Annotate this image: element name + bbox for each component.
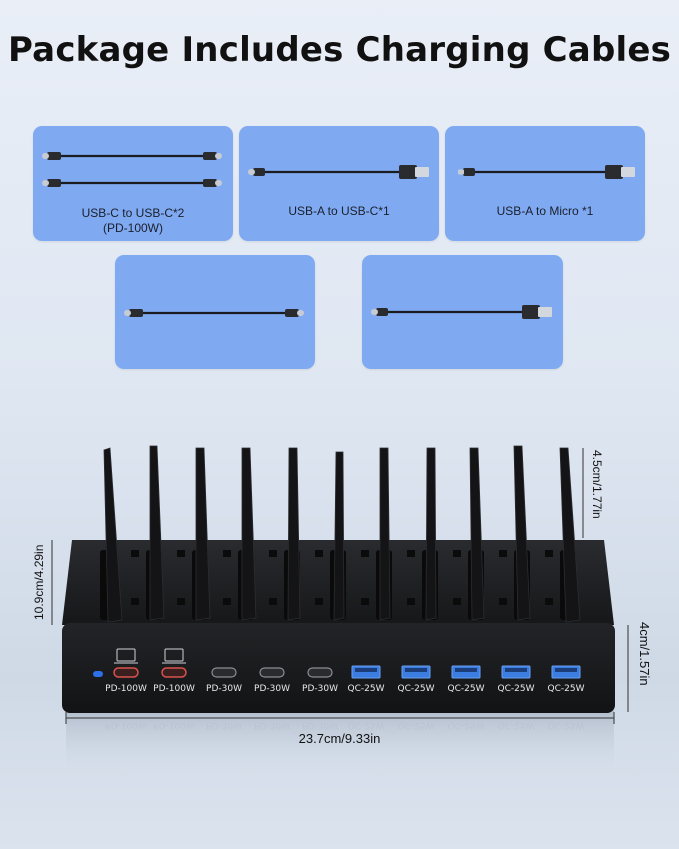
cable-card-4 bbox=[115, 255, 315, 369]
port-label: PD-30W bbox=[206, 684, 242, 694]
usba-usbc-cable-icon bbox=[371, 305, 552, 319]
charging-station-illustration bbox=[51, 445, 629, 770]
card-label: USB-A to USB-C*1 bbox=[288, 204, 390, 218]
card-label-line2: (PD-100W) bbox=[102, 221, 163, 235]
reflected-port-label: PD-30W bbox=[206, 720, 242, 730]
dimension-depth: 10.9cm/4.29in bbox=[32, 544, 46, 620]
reflected-port-label: QC-25W bbox=[447, 720, 485, 730]
dimension-width: 23.7cm/9.33in bbox=[298, 731, 381, 746]
cable-card-usba-micro: USB-A to Micro *1 bbox=[445, 126, 645, 241]
reflected-port-label: QC-25W bbox=[397, 720, 435, 730]
port-label: QC-25W bbox=[347, 684, 385, 694]
cable-card-5 bbox=[362, 255, 563, 369]
reflected-port-label: QC-25W bbox=[547, 720, 585, 730]
cable-card-usba-usbc: USB-A to USB-C*1 bbox=[239, 126, 439, 241]
reflected-port-label: PD-100W bbox=[153, 720, 195, 730]
reflected-port-label: PD-100W bbox=[105, 720, 147, 730]
port-label: QC-25W bbox=[447, 684, 485, 694]
reflected-port-label: PD-30W bbox=[254, 720, 290, 730]
port-label: PD-30W bbox=[302, 684, 338, 694]
port-label: PD-100W bbox=[105, 684, 147, 694]
dimension-slot-height: 4.5cm/1.77in bbox=[590, 450, 604, 519]
port-label: QC-25W bbox=[497, 684, 535, 694]
reflected-port-label: QC-25W bbox=[497, 720, 535, 730]
cable-card-usbc-usbc: USB-C to USB-C*2 (PD-100W) bbox=[33, 126, 233, 241]
usba-micro-cable-icon bbox=[458, 165, 635, 179]
usbc-usbc-cable-icon bbox=[124, 309, 304, 317]
port-label: PD-30W bbox=[254, 684, 290, 694]
page-title: Package Includes Charging Cables bbox=[7, 30, 672, 70]
card-label-line1: USB-C to USB-C*2 bbox=[81, 206, 185, 220]
reflected-port-label: PD-30W bbox=[302, 720, 338, 730]
usba-usbc-cable-icon bbox=[248, 165, 429, 179]
dimension-body-height: 4cm/1.57in bbox=[637, 622, 652, 686]
reflected-port-label: QC-25W bbox=[347, 720, 385, 730]
port-label: QC-25W bbox=[547, 684, 585, 694]
usbc-usbc-cable-icon bbox=[42, 152, 222, 187]
port-label: PD-100W bbox=[153, 684, 195, 694]
card-label: USB-A to Micro *1 bbox=[496, 204, 594, 218]
port-label: QC-25W bbox=[397, 684, 435, 694]
